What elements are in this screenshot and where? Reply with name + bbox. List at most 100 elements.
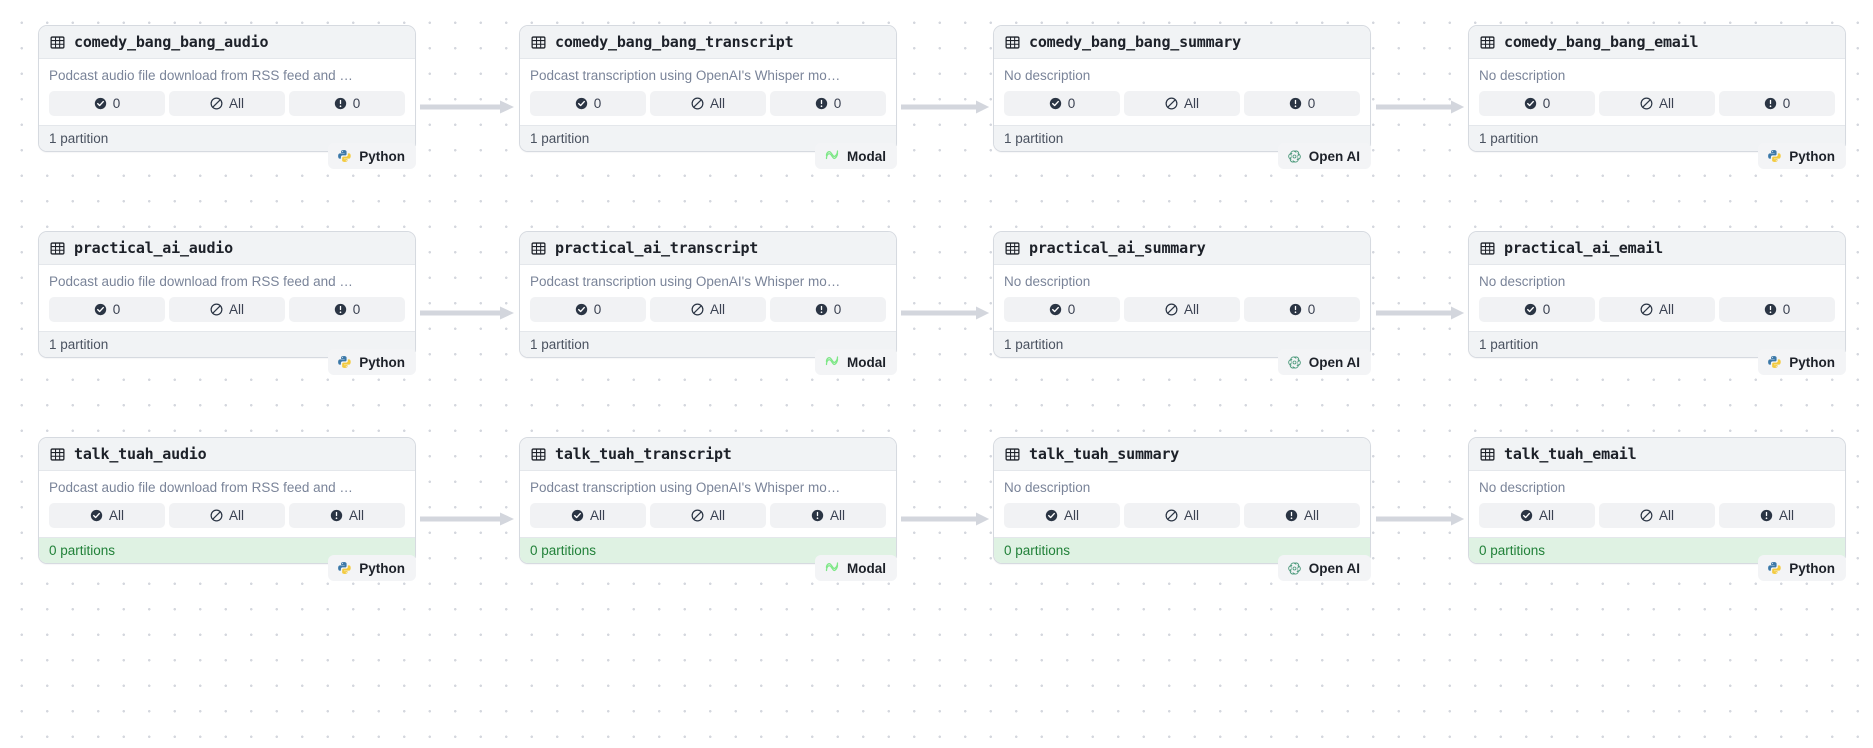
partition-count-label: 1 partition	[1004, 131, 1064, 146]
status-pill-alert-circle[interactable]: 0	[770, 297, 886, 322]
tech-badge-python[interactable]: Python	[1758, 349, 1846, 375]
status-pill-slash-circle[interactable]: All	[1599, 297, 1715, 322]
asset-partition-footer[interactable]: 1 partition	[1469, 125, 1845, 151]
status-pill-check-circle[interactable]: All	[1004, 503, 1120, 528]
status-pill-slash-circle[interactable]: All	[1599, 503, 1715, 528]
status-pill-check-circle[interactable]: 0	[1004, 297, 1120, 322]
status-pill-alert-circle[interactable]: 0	[1244, 91, 1360, 116]
asset-status-pills: 0 All 0	[530, 297, 886, 322]
asset-partition-footer[interactable]: 1 partition	[1469, 331, 1845, 357]
status-pill-alert-circle[interactable]: All	[770, 503, 886, 528]
tech-badge-python[interactable]: Python	[328, 555, 416, 581]
partition-count-label: 1 partition	[1479, 131, 1539, 146]
status-pill-check-circle[interactable]: 0	[1004, 91, 1120, 116]
status-pill-alert-circle[interactable]: All	[289, 503, 405, 528]
status-pill-slash-circle[interactable]: All	[650, 297, 766, 322]
tech-badge-python[interactable]: Python	[328, 349, 416, 375]
asset-card-header[interactable]: practical_ai_summary	[994, 232, 1370, 265]
asset-card-header[interactable]: talk_tuah_email	[1469, 438, 1845, 471]
status-pill-check-circle[interactable]: 0	[530, 297, 646, 322]
status-pill-alert-circle[interactable]: 0	[289, 297, 405, 322]
status-pill-check-circle[interactable]: 0	[530, 91, 646, 116]
status-pill-alert-circle[interactable]: 0	[1244, 297, 1360, 322]
status-pill-value: 0	[1782, 302, 1791, 317]
tech-badge-modal[interactable]: Modal	[815, 349, 897, 375]
status-pill-slash-circle[interactable]: All	[1124, 297, 1240, 322]
status-pill-alert-circle[interactable]: All	[1244, 503, 1360, 528]
status-pill-value: All	[1303, 508, 1319, 523]
tech-badge-modal[interactable]: Modal	[815, 143, 897, 169]
asset-description: No description	[1004, 274, 1091, 289]
tech-badge-open-ai[interactable]: Open AI	[1277, 143, 1371, 169]
status-pill-slash-circle[interactable]: All	[169, 503, 285, 528]
status-pill-check-circle[interactable]: 0	[49, 91, 165, 116]
asset-card-header[interactable]: talk_tuah_summary	[994, 438, 1370, 471]
asset-card-header[interactable]: talk_tuah_audio	[39, 438, 415, 471]
openai-logo-icon	[1287, 149, 1301, 163]
tech-badge-python[interactable]: Python	[1758, 555, 1846, 581]
tech-badge-modal[interactable]: Modal	[815, 555, 897, 581]
status-pill-slash-circle[interactable]: All	[169, 91, 285, 116]
asset-partition-footer[interactable]: 1 partition	[39, 331, 415, 357]
status-pill-check-circle[interactable]: All	[49, 503, 165, 528]
status-pill-check-circle[interactable]: 0	[1479, 297, 1595, 322]
asset-card-header[interactable]: practical_ai_transcript	[520, 232, 896, 265]
status-pill-slash-circle[interactable]: All	[1599, 91, 1715, 116]
asset-card-header[interactable]: comedy_bang_bang_email	[1469, 26, 1845, 59]
asset-card[interactable]: practical_ai_summary No description 0 All…	[993, 231, 1371, 358]
status-pill-slash-circle[interactable]: All	[1124, 91, 1240, 116]
status-pill-alert-circle[interactable]: 0	[770, 91, 886, 116]
tech-badge-python[interactable]: Python	[1758, 143, 1846, 169]
flow-arrow-icon	[420, 306, 514, 320]
check-circle-icon	[94, 303, 106, 316]
alert-circle-icon	[811, 509, 824, 522]
status-pill-alert-circle[interactable]: 0	[289, 91, 405, 116]
status-pill-slash-circle[interactable]: All	[650, 91, 766, 116]
asset-node[interactable]: practical_ai_summary No description 0 All…	[993, 231, 1371, 375]
asset-card-header[interactable]: comedy_bang_bang_summary	[994, 26, 1370, 59]
asset-card-header[interactable]: comedy_bang_bang_transcript	[520, 26, 896, 59]
asset-card-header[interactable]: practical_ai_audio	[39, 232, 415, 265]
asset-card-header[interactable]: talk_tuah_transcript	[520, 438, 896, 471]
status-pill-check-circle[interactable]: All	[1479, 503, 1595, 528]
alert-circle-icon	[330, 509, 343, 522]
asset-card-header[interactable]: comedy_bang_bang_audio	[39, 26, 415, 59]
status-pill-check-circle[interactable]: 0	[1479, 91, 1595, 116]
status-pill-slash-circle[interactable]: All	[169, 297, 285, 322]
tech-badge-python[interactable]: Python	[328, 143, 416, 169]
tech-badge-label: Open AI	[1308, 354, 1360, 370]
status-pill-slash-circle[interactable]: All	[1124, 503, 1240, 528]
tech-badge-open-ai[interactable]: Open AI	[1277, 349, 1371, 375]
asset-card-header[interactable]: practical_ai_email	[1469, 232, 1845, 265]
tech-badge-open-ai[interactable]: Open AI	[1277, 555, 1371, 581]
status-pill-check-circle[interactable]: 0	[49, 297, 165, 322]
status-pill-check-circle[interactable]: All	[530, 503, 646, 528]
status-pill-slash-circle[interactable]: All	[650, 503, 766, 528]
status-pill-alert-circle[interactable]: All	[1719, 503, 1835, 528]
status-pill-alert-circle[interactable]: 0	[1719, 91, 1835, 116]
status-pill-alert-circle[interactable]: 0	[1719, 297, 1835, 322]
